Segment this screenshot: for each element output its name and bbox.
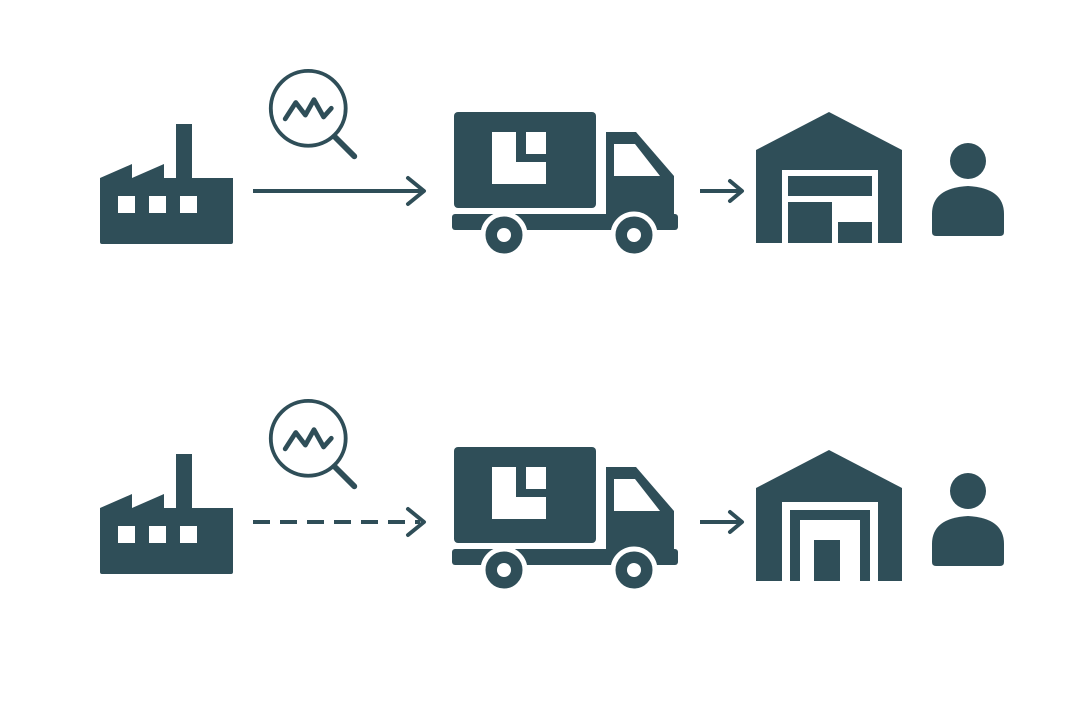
factory-icon bbox=[100, 454, 233, 574]
warehouse-icon bbox=[756, 112, 902, 243]
magnifier-chart-icon bbox=[271, 401, 355, 486]
magnifier-chart-icon bbox=[271, 71, 355, 156]
row-1 bbox=[100, 71, 1004, 256]
arrow-solid bbox=[253, 176, 426, 206]
person-icon bbox=[932, 473, 1004, 566]
delivery-truck-icon bbox=[452, 112, 678, 256]
arrow-short bbox=[700, 179, 744, 203]
row-2 bbox=[100, 401, 1004, 591]
arrow-dashed bbox=[253, 507, 426, 537]
arrow-short bbox=[700, 510, 744, 534]
factory-icon bbox=[100, 124, 233, 244]
delivery-truck-icon bbox=[452, 447, 678, 591]
warehouse-icon bbox=[756, 450, 902, 581]
person-icon bbox=[932, 143, 1004, 236]
